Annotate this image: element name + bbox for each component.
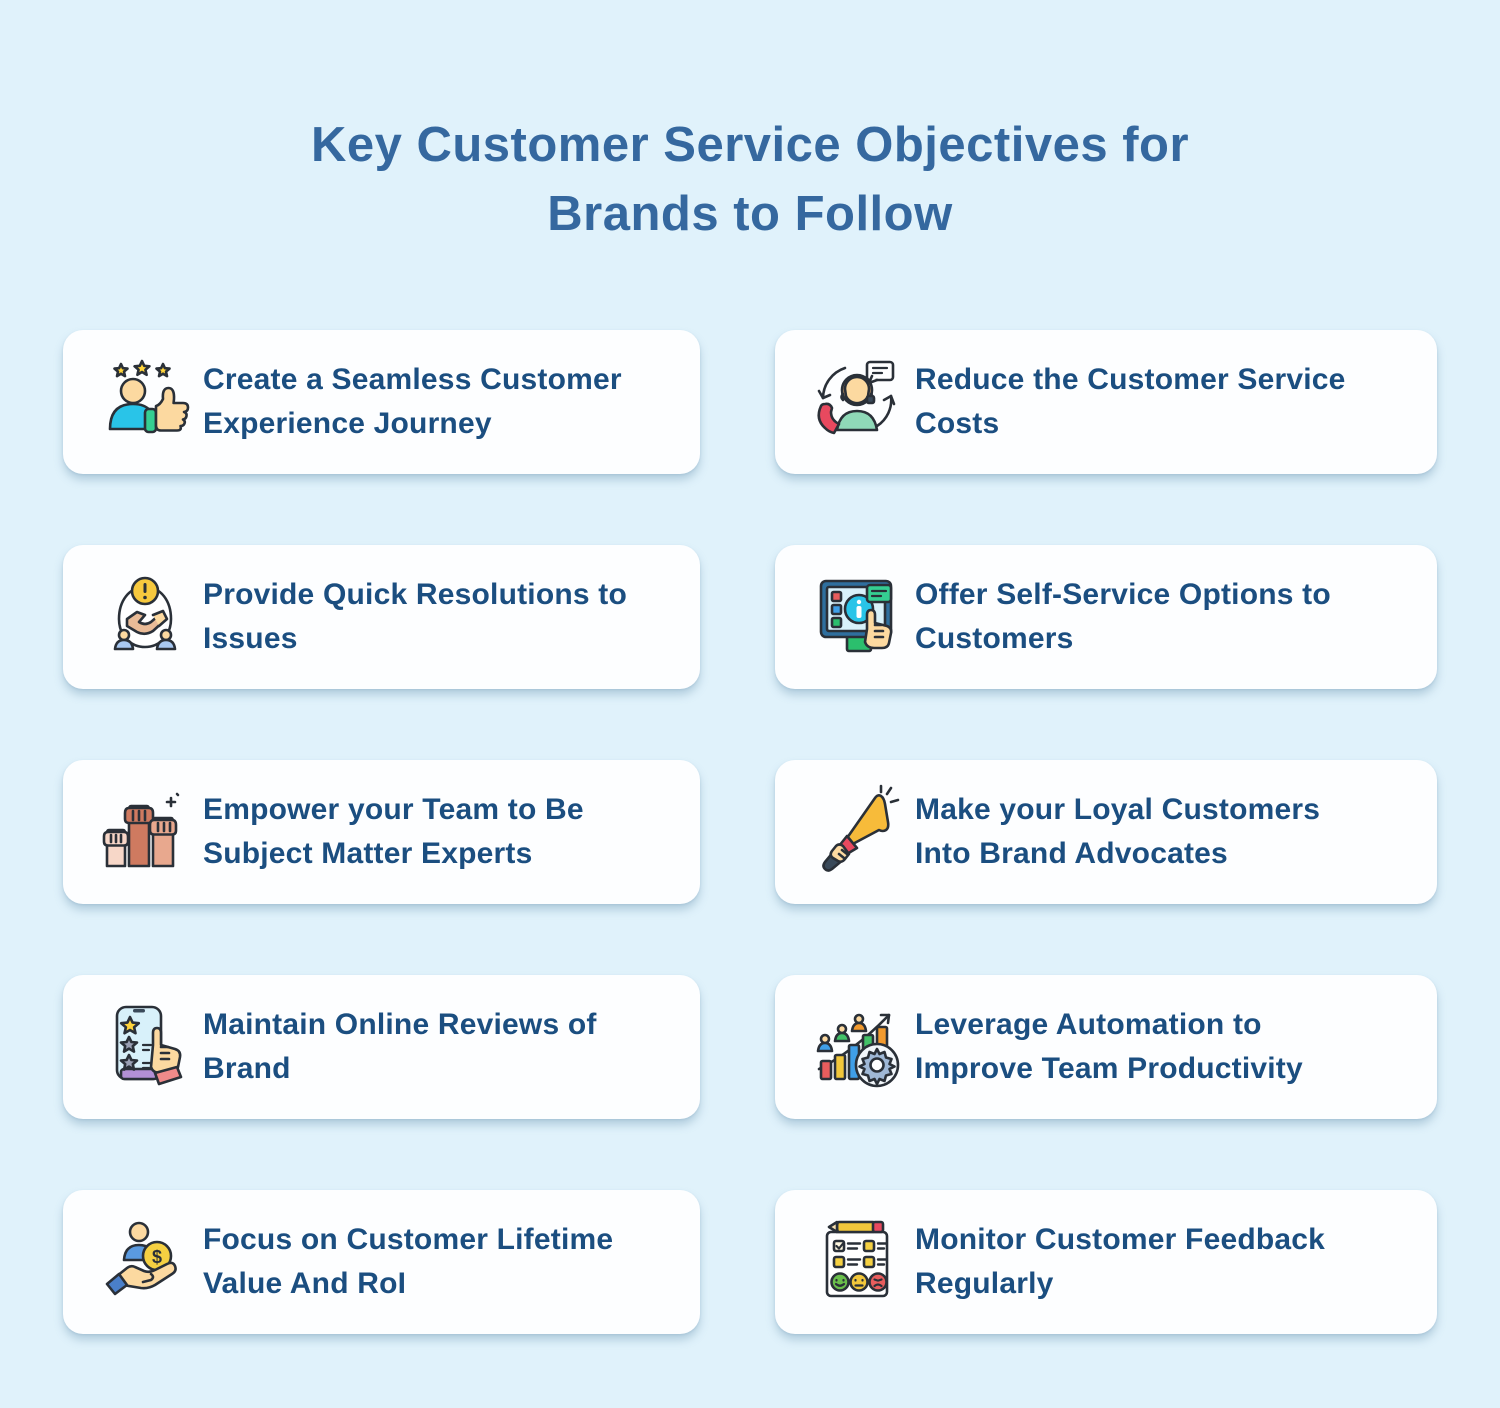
card-label: Leverage Automation to Improve Team Prod… (915, 1007, 1303, 1085)
phone-reviews-icon (95, 999, 195, 1095)
card-subject-matter-experts: Empower your Team to Be Subject Matter E… (63, 759, 700, 904)
card-seamless-customer-experience: Create a Seamless Customer Experience Jo… (63, 329, 700, 474)
card-lifetime-value-roi: $ Focus on Customer Lifetime Value And R… (63, 1189, 700, 1334)
card-label: Reduce the Customer Service Costs (915, 362, 1346, 440)
support-agent-call-icon (807, 354, 907, 450)
card-reduce-service-costs: Reduce the Customer Service Costs (775, 329, 1437, 474)
card-quick-resolutions: Provide Quick Resolutions to Issues (63, 544, 700, 689)
card-label: Empower your Team to Be Subject Matter E… (203, 792, 584, 870)
feedback-survey-icon (807, 1214, 907, 1310)
page-title-line1: Key Customer Service Objectives for (310, 117, 1190, 172)
card-self-service-options: Offer Self-Service Options to Customers (775, 544, 1437, 689)
automation-growth-gear-icon (807, 999, 907, 1095)
self-service-kiosk-icon (807, 569, 907, 665)
customer-value-hand-coin-icon: $ (95, 1214, 195, 1310)
page-title-line2: Brands to Follow (547, 187, 953, 242)
card-brand-advocates: Make your Loyal Customers Into Brand Adv… (775, 759, 1437, 904)
card-label: Maintain Online Reviews of Brand (203, 1007, 597, 1085)
card-automation-productivity: Leverage Automation to Improve Team Prod… (775, 974, 1437, 1119)
card-label: Create a Seamless Customer Experience Jo… (203, 362, 622, 440)
card-label: Make your Loyal Customers Into Brand Adv… (915, 792, 1321, 870)
card-online-reviews: Maintain Online Reviews of Brand (63, 974, 700, 1119)
handshake-resolution-icon (95, 569, 195, 665)
card-label: Monitor Customer Feedback Regularly (915, 1222, 1326, 1300)
card-label: Provide Quick Resolutions to Issues (203, 577, 628, 655)
page-title: Key Customer Service Objectives for Bran… (0, 33, 1500, 250)
megaphone-icon (807, 784, 907, 880)
card-label: Offer Self-Service Options to Customers (915, 577, 1331, 655)
customer-thumbs-up-icon (95, 354, 195, 450)
raised-fists-icon (95, 784, 195, 880)
objectives-grid: Create a Seamless Customer Experience Jo… (0, 329, 1500, 1334)
card-label: Focus on Customer Lifetime Value And RoI (203, 1222, 614, 1300)
card-monitor-feedback: Monitor Customer Feedback Regularly (775, 1189, 1437, 1334)
svg-text:$: $ (152, 1247, 162, 1267)
